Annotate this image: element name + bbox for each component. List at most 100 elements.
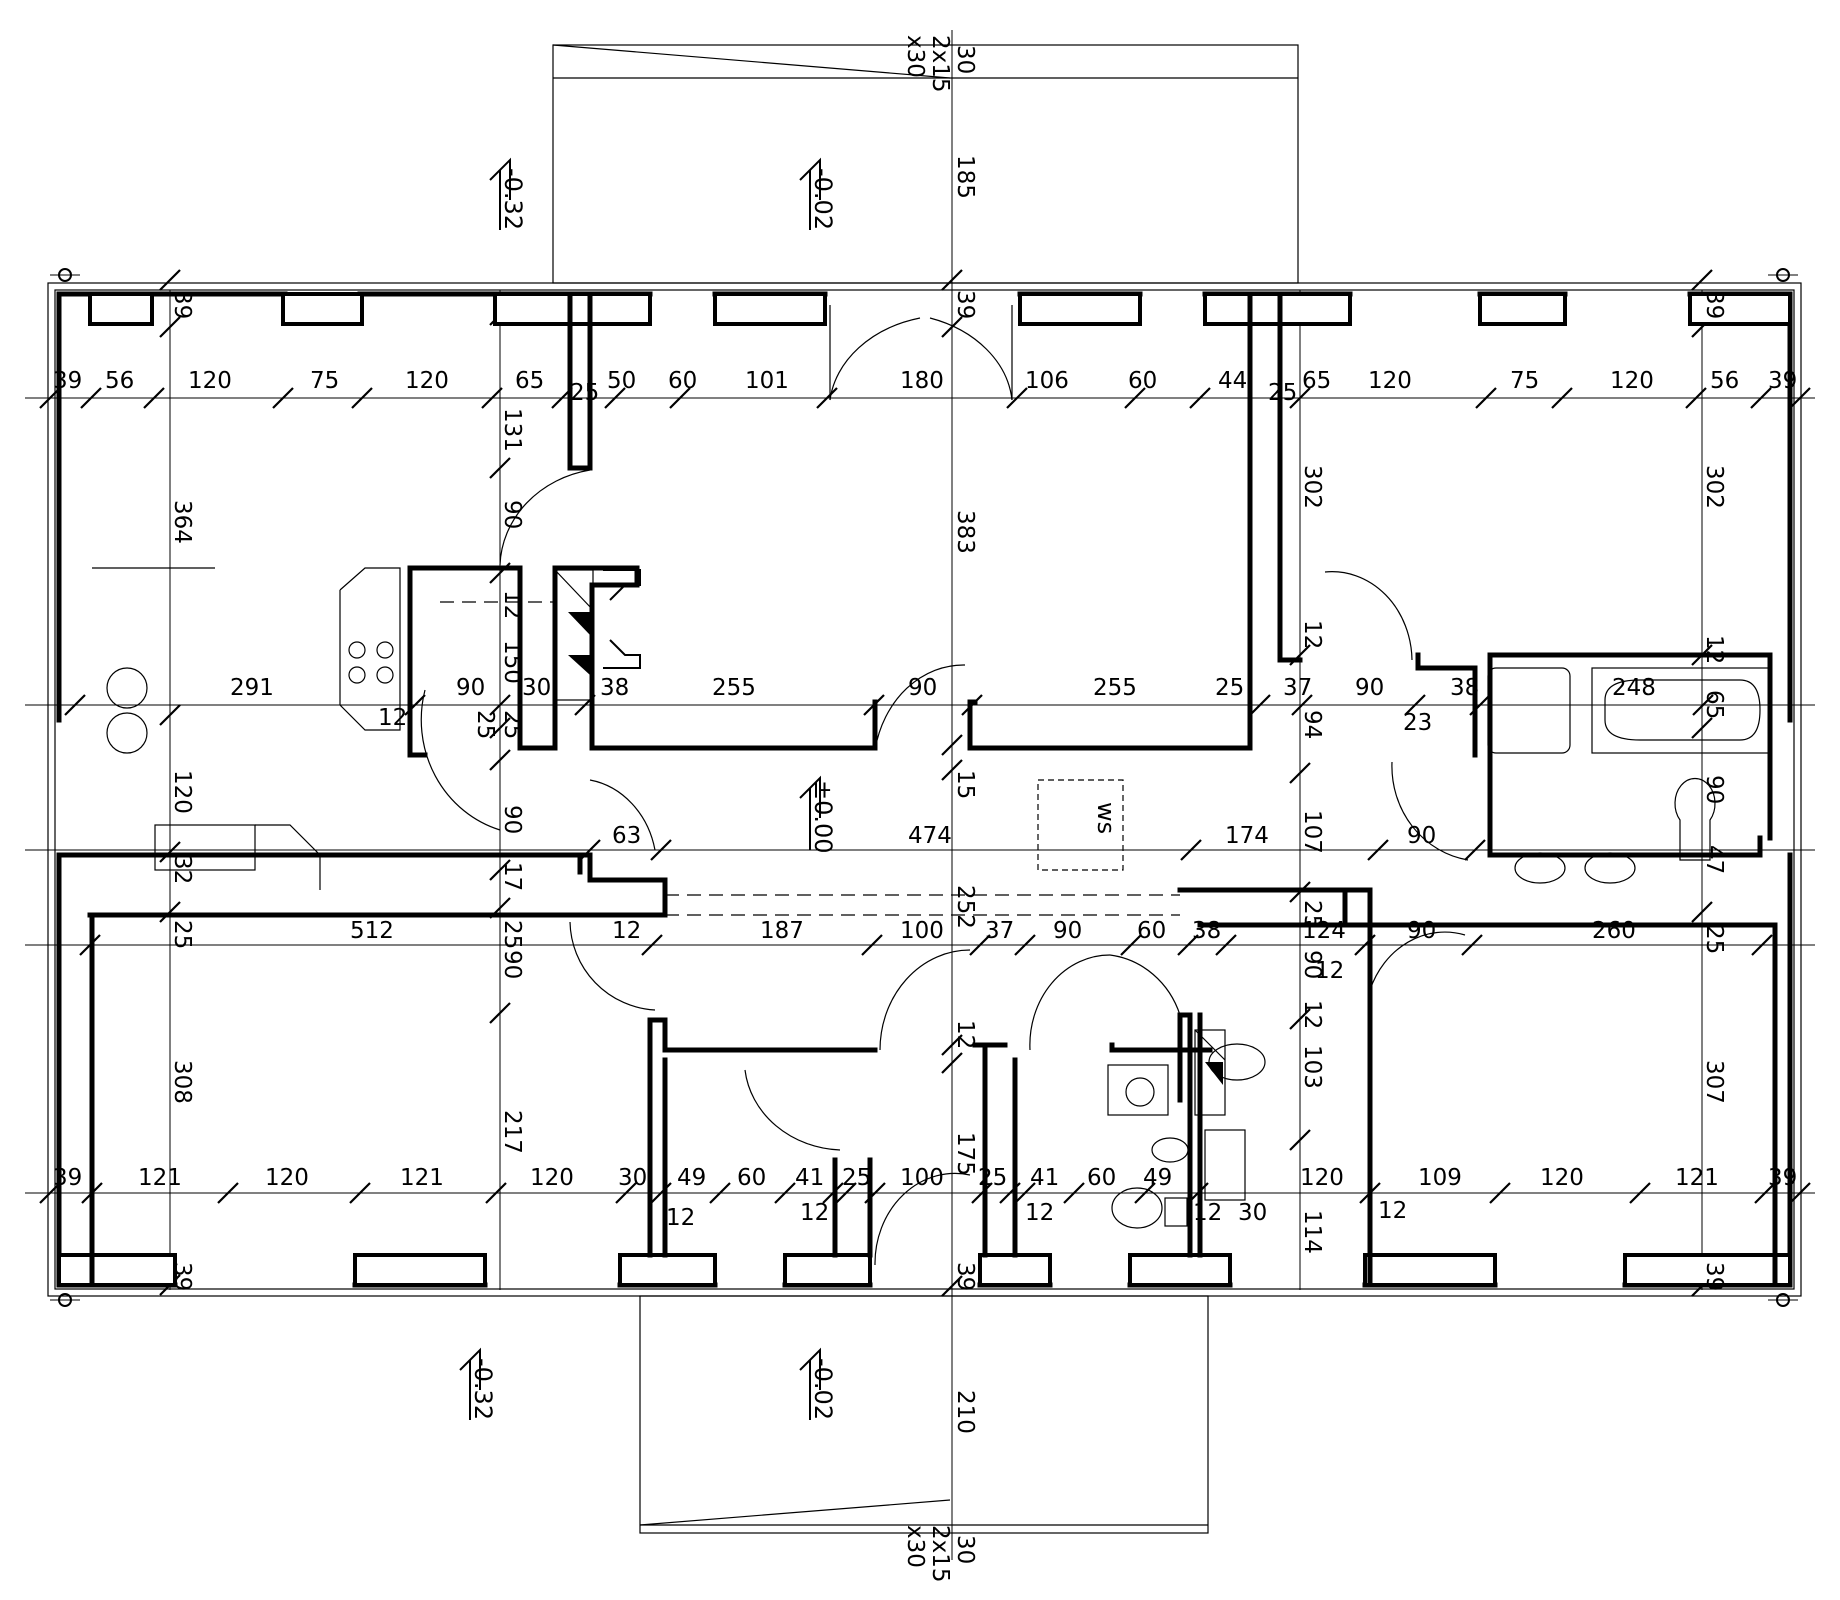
dim-label: 124: [1302, 918, 1346, 944]
dim-label: 49: [677, 1165, 706, 1191]
dim-label: 12: [1299, 620, 1325, 649]
level-markers: -0.32 -0.02 ±0.00 -0.32 -0.02: [459, 157, 837, 1420]
dim-label: 12: [499, 590, 525, 619]
dim-label: 383: [952, 510, 978, 554]
dim-label: 210: [952, 1390, 978, 1434]
stair-steps-label-bottom: 2x15: [927, 1525, 953, 1583]
dim-label: 121: [1675, 1165, 1719, 1191]
dim-label: 180: [900, 368, 944, 394]
dim-label: 12: [378, 705, 407, 731]
dim-label: 90: [1355, 675, 1384, 701]
dim-label: 120: [265, 1165, 309, 1191]
dim-label: 41: [1030, 1165, 1059, 1191]
dim-label: 25: [169, 920, 195, 949]
level-marker: ±0.00: [799, 775, 837, 854]
dim-label: 308: [169, 1060, 195, 1104]
dim-label: 25: [499, 920, 525, 949]
dim-label: 44: [1218, 368, 1247, 394]
dim-label: 12: [800, 1200, 829, 1226]
dim-label: 15: [952, 770, 978, 799]
dim-label: 25: [570, 380, 599, 406]
kitchen-fixtures: [92, 567, 401, 890]
dim-label: 174: [1225, 823, 1269, 849]
dim-label: 25: [472, 710, 498, 739]
dim-label: 56: [1710, 368, 1739, 394]
level-marker: -0.32: [489, 157, 527, 230]
dim-label: 25: [499, 710, 525, 739]
dim-label: 39: [952, 290, 978, 319]
dim-label: 37: [985, 918, 1014, 944]
dim-label: 260: [1592, 918, 1636, 944]
dim-label: 101: [745, 368, 789, 394]
dim-label: 120: [1540, 1165, 1584, 1191]
stair-labels: 30 2x15 x30 30 2x15 x30: [902, 35, 978, 1583]
bottom-stair: [639, 1295, 1209, 1534]
dim-label: 187: [760, 918, 804, 944]
corner-markers: [50, 268, 1798, 1307]
dim-label: 39: [952, 1262, 978, 1291]
dim-label: 39: [1768, 368, 1797, 394]
dim-label: 41: [795, 1165, 824, 1191]
dim-label: 120: [405, 368, 449, 394]
dim-label: 90: [499, 950, 525, 979]
dim-label: 12: [952, 1020, 978, 1049]
dim-label: 38: [1450, 675, 1479, 701]
fixture-ws-label: ws: [1092, 802, 1120, 834]
dim-label: 65: [1302, 368, 1331, 394]
svg-text:±0.00: ±0.00: [809, 780, 837, 854]
dim-label: 90: [456, 675, 485, 701]
bathroom-fixtures: [1107, 667, 1771, 1229]
dim-label: 37: [1283, 675, 1312, 701]
dim-label: 90: [1407, 918, 1436, 944]
dim-label: 12: [1025, 1200, 1054, 1226]
dim-label: 12: [1299, 1000, 1325, 1029]
dim-label: 17: [499, 862, 525, 891]
dim-label: 60: [668, 368, 697, 394]
dim-label: 94: [1299, 710, 1325, 739]
dim-label: 107: [1299, 810, 1325, 854]
dim-label: 60: [1128, 368, 1157, 394]
dim-label: 60: [1087, 1165, 1116, 1191]
dimension-ticks: [39, 269, 1811, 1297]
dim-label: 175: [952, 1132, 978, 1176]
dim-label: 90: [908, 675, 937, 701]
dim-label: 90: [1701, 775, 1727, 804]
dim-label: 75: [1510, 368, 1539, 394]
dim-label: 39: [1701, 1262, 1727, 1291]
dim-label: 25: [1268, 380, 1297, 406]
dim-label: 90: [1407, 823, 1436, 849]
dim-label: 120: [1368, 368, 1412, 394]
dim-label: 39: [1701, 290, 1727, 319]
dim-label: 120: [1300, 1165, 1344, 1191]
dim-label: 12: [666, 1205, 695, 1231]
dim-label: 109: [1418, 1165, 1462, 1191]
outer-boundary: [47, 282, 1802, 1297]
dim-label: 131: [499, 408, 525, 452]
dim-label: 90: [1299, 950, 1325, 979]
dim-label: 150: [499, 640, 525, 684]
dim-label: 39: [1768, 1165, 1797, 1191]
top-stair: [552, 44, 1299, 284]
dim-label: 38: [600, 675, 629, 701]
dim-label: 100: [900, 1165, 944, 1191]
svg-text:-0.02: -0.02: [809, 1358, 837, 1420]
interior-walls: [56, 291, 1778, 1288]
stair-size-label-top: x30: [902, 35, 928, 78]
dimension-lines: [25, 30, 1815, 1560]
exterior-walls: [56, 291, 1793, 1288]
dim-label: 90: [1053, 918, 1082, 944]
level-marker: -0.02: [799, 1347, 837, 1420]
dim-label: 302: [1701, 465, 1727, 509]
dim-label: 39: [53, 1165, 82, 1191]
dim-label: 291: [230, 675, 274, 701]
dim-label: 25: [1701, 925, 1727, 954]
dimension-labels-vertical: 185 39 39 39 131 25 25 302 302 364 90 38…: [169, 155, 1727, 1434]
dim-label: 248: [1612, 675, 1656, 701]
dim-label: 252: [952, 885, 978, 929]
dim-label: 39: [53, 368, 82, 394]
dimension-labels-horizontal: 39 56 120 75 120 65 50 60 101 180 106 60…: [53, 368, 1797, 1231]
dim-label: 56: [105, 368, 134, 394]
dim-label: 120: [188, 368, 232, 394]
dim-label: 12: [612, 918, 641, 944]
